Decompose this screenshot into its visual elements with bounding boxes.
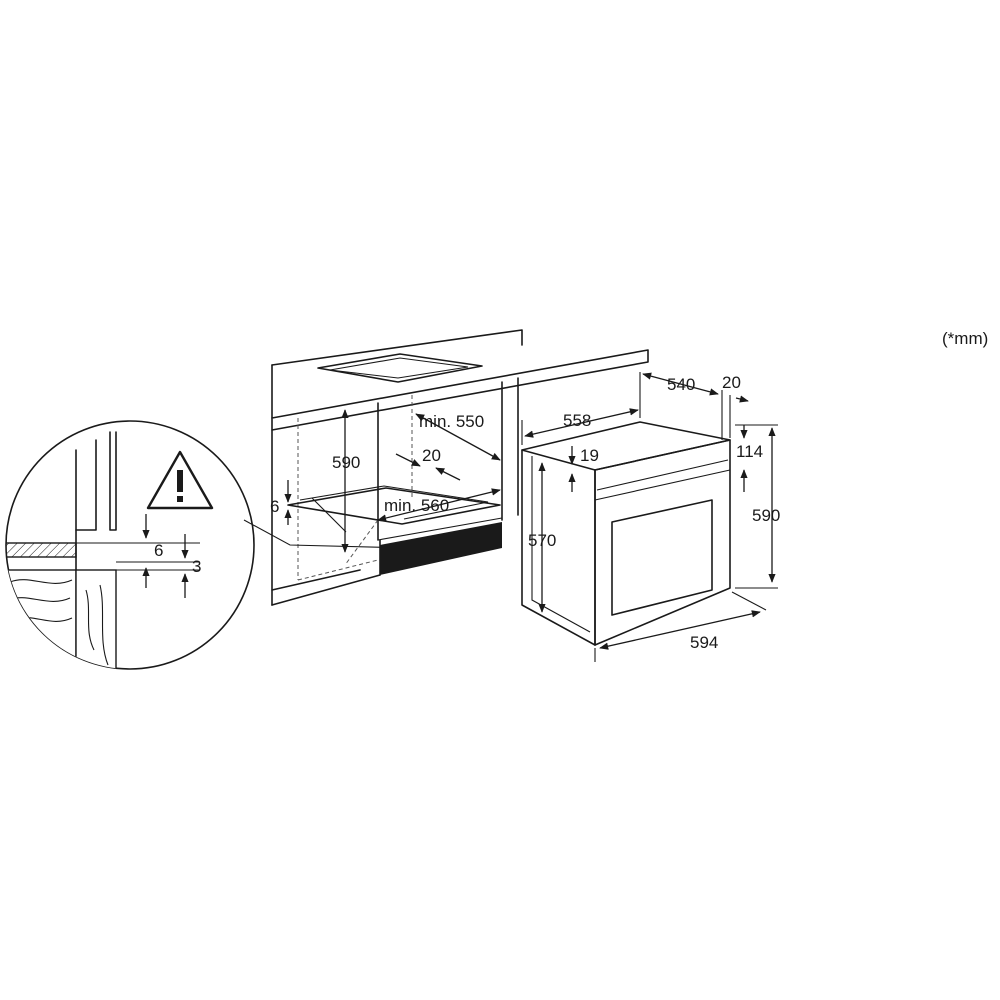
label-oven-height: 570 [528, 531, 556, 550]
label-min-width: min. 560 [384, 496, 449, 515]
dim-oven-width [524, 408, 639, 438]
label-cabinet-height: 590 [332, 453, 360, 472]
dim-oven-total-width [599, 610, 761, 650]
dim-gap-rear-b [435, 467, 461, 481]
oven-dimensions: 540 20 558 19 114 570 590 594 [521, 372, 780, 662]
dim-panel-depth [735, 395, 749, 403]
cabinet-dimensions: 590 min. 550 20 min. 560 6 [270, 409, 501, 553]
detail-leader-line [243, 519, 411, 549]
label-panel-depth: 20 [722, 373, 741, 392]
detail-view: 6 3 [5, 420, 255, 670]
label-oven-depth: 540 [667, 375, 695, 394]
dim-oven-depth [642, 372, 719, 396]
kitchen-cabinet [271, 329, 649, 606]
label-floor-gap: 6 [270, 497, 279, 516]
label-oven-total-height: 590 [752, 506, 780, 525]
label-min-depth: min. 550 [419, 412, 484, 431]
dim-min-depth [415, 413, 501, 461]
label-detail-gap-b: 3 [192, 557, 201, 576]
warning-icon [146, 450, 214, 510]
dim-gap-rear-a [395, 453, 421, 467]
label-oven-total-width: 594 [690, 633, 718, 652]
label-top-offset: 19 [580, 446, 599, 465]
unit-note: (*mm) [942, 329, 988, 348]
label-oven-width: 558 [563, 411, 591, 430]
label-gap-rear: 20 [422, 446, 441, 465]
label-detail-gap-a: 6 [154, 541, 163, 560]
label-control-height: 114 [736, 442, 763, 461]
dim-min-width [377, 488, 501, 522]
